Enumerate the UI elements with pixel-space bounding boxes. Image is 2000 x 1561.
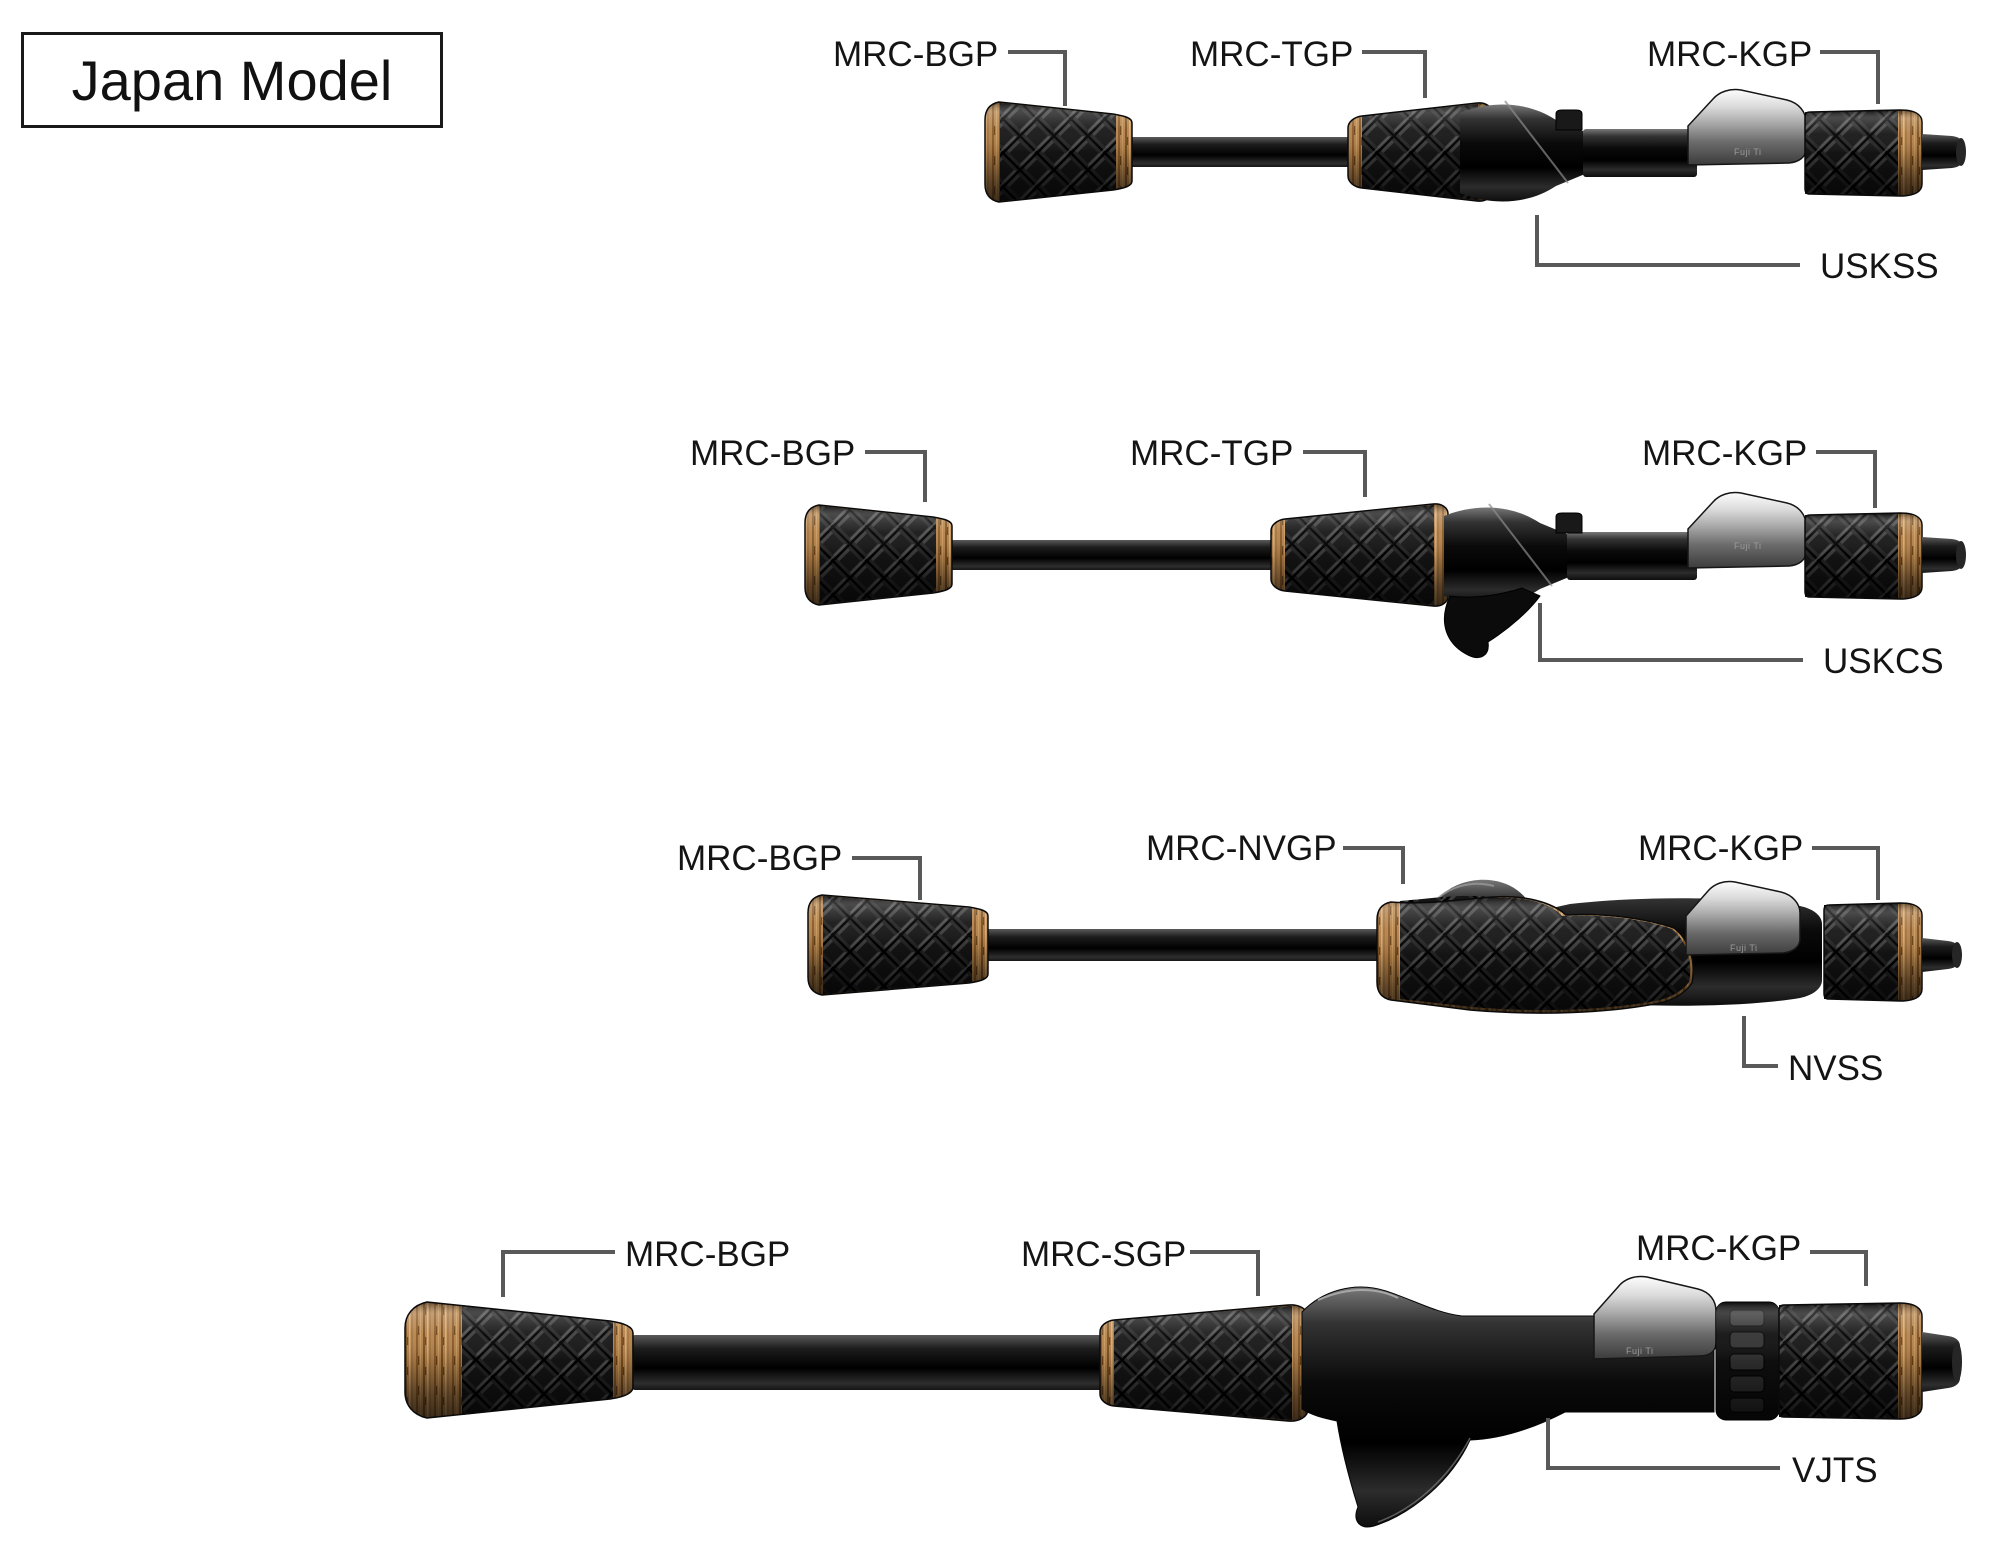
label-mrc-bgp: MRC-BGP xyxy=(625,1235,790,1274)
leader-line-nvgp xyxy=(1343,846,1405,884)
seat-hood-chrome xyxy=(1685,880,1801,956)
model-label-uskcs: USKCS xyxy=(1823,642,1944,681)
leader-line-sgp xyxy=(1190,1250,1260,1296)
trigger-hook xyxy=(1443,587,1541,658)
leader-line-model xyxy=(1538,603,1803,662)
fuji-seat-mark: Fuji Ti xyxy=(1734,147,1762,157)
long-grip-mrc-nvgp xyxy=(1376,895,1694,1014)
label-mrc-sgp: MRC-SGP xyxy=(1021,1235,1186,1274)
rear-grip-mrc-kgp xyxy=(1778,1302,1923,1420)
japan-model-title-box: Japan Model xyxy=(21,32,443,128)
leader-line-bgp xyxy=(1008,50,1067,106)
blank-tip xyxy=(1922,1332,1962,1392)
label-mrc-tgp: MRC-TGP xyxy=(1190,35,1353,74)
model-label-nvss: NVSS xyxy=(1788,1049,1883,1088)
leader-line-bgp xyxy=(501,1250,615,1297)
rod-blank xyxy=(984,929,1386,961)
seat-hood-chrome xyxy=(1593,1275,1717,1360)
leader-line-kgp xyxy=(1816,450,1877,508)
leader-line-kgp xyxy=(1812,846,1880,900)
leader-line-model xyxy=(1546,1418,1780,1470)
seat-stem-nub xyxy=(1555,512,1583,534)
label-mrc-bgp: MRC-BGP xyxy=(833,35,998,74)
leader-line-tgp xyxy=(1362,50,1427,98)
seat-hood-group: Fuji Ti xyxy=(1685,880,1801,956)
rod-nvss: Fuji Ti MRC-BGP MRC-NVGP MRC-KGP NVSS xyxy=(677,829,1962,1088)
rod-blank xyxy=(948,540,1278,570)
fore-grip-mrc-sgp xyxy=(1099,1304,1309,1422)
fuji-seat-mark: Fuji Ti xyxy=(1730,943,1758,953)
leader-line-tgp xyxy=(1303,450,1367,497)
label-mrc-bgp: MRC-BGP xyxy=(677,839,842,878)
model-label-uskss: USKSS xyxy=(1820,247,1939,286)
label-mrc-bgp: MRC-BGP xyxy=(690,434,855,473)
label-mrc-tgp: MRC-TGP xyxy=(1130,434,1293,473)
fore-grip-mrc-tgp xyxy=(1347,102,1493,202)
leader-line-model xyxy=(1742,1016,1778,1068)
rear-grip-mrc-kgp xyxy=(1823,902,1923,1002)
label-mrc-kgp: MRC-KGP xyxy=(1647,35,1812,74)
locking-nut xyxy=(1715,1301,1780,1421)
label-mrc-kgp: MRC-KGP xyxy=(1642,434,1807,473)
reel-seat-casting-large: Fuji Ti xyxy=(1301,1275,1717,1528)
reel-seat-casting: Fuji Ti xyxy=(1443,491,1807,658)
rod-blank xyxy=(630,1335,1106,1390)
trigger-edge-highlight xyxy=(1377,1437,1471,1523)
seat-hood-chrome xyxy=(1687,88,1807,166)
leader-line-kgp xyxy=(1810,1250,1868,1286)
leader-line-bgp xyxy=(865,450,927,502)
butt-grip-mrc-bgp xyxy=(984,101,1133,203)
leader-line-model xyxy=(1535,215,1800,267)
blank-tip xyxy=(1922,134,1966,170)
rod-vjts: Fuji Ti M xyxy=(404,1229,1962,1528)
label-mrc-nvgp: MRC-NVGP xyxy=(1146,829,1337,868)
seat-hood-chrome xyxy=(1687,491,1807,569)
fore-grip-mrc-tgp xyxy=(1270,503,1449,607)
leader-line-bgp xyxy=(852,856,922,900)
fuji-seat-mark: Fuji Ti xyxy=(1626,1346,1654,1356)
butt-grip-mrc-bgp xyxy=(804,504,953,606)
butt-grip-mrc-bgp xyxy=(807,894,989,996)
blank-tip xyxy=(1922,537,1966,573)
model-label-vjts: VJTS xyxy=(1792,1451,1878,1490)
rod-blank xyxy=(1128,137,1354,167)
label-mrc-kgp: MRC-KGP xyxy=(1638,829,1803,868)
reel-seat-spinning: Fuji Ti xyxy=(1460,88,1807,202)
rear-grip-mrc-kgp xyxy=(1804,109,1923,197)
rod-uskss: Fuji Ti MRC-BGP MRC-TGP MRC-KGP USKSS xyxy=(833,35,1966,286)
fuji-seat-mark: Fuji Ti xyxy=(1734,541,1762,551)
butt-grip-mrc-bgp xyxy=(404,1301,634,1419)
rod-uskcs: Fuji Ti MRC-BGP MRC-TGP MRC-KGP USKCS xyxy=(690,434,1966,681)
label-mrc-kgp: MRC-KGP xyxy=(1636,1229,1801,1268)
page-title: Japan Model xyxy=(71,48,393,112)
leader-line-kgp xyxy=(1820,50,1880,104)
rear-grip-mrc-kgp xyxy=(1804,512,1923,600)
seat-stem-nub xyxy=(1555,109,1583,131)
blank-tip xyxy=(1922,938,1962,972)
